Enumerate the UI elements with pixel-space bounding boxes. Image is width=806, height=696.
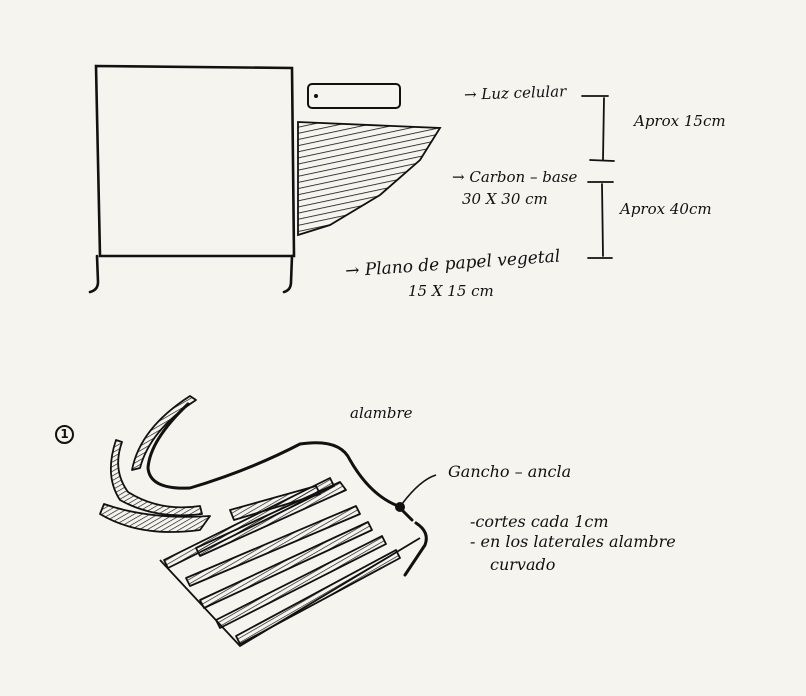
note-line: curvado [490,555,555,574]
box-frame [90,66,294,292]
label-phone-light: → Luz celular [464,82,567,104]
charcoal-base [298,122,440,235]
stencil-strips [100,396,400,644]
label-approx-40: Aprox 40cm [620,200,712,218]
step-number: 1 [55,425,74,444]
label-hook: Gancho – ancla [448,462,571,481]
label-wire: alambre [350,404,413,422]
hook-anchor [395,475,436,512]
label-charcoal-base: → Carbon – base [452,168,577,186]
label-approx-15: Aprox 15cm [634,112,726,130]
phone-light [308,84,400,108]
label-tracing-paper-size: 15 X 15 cm [408,282,494,300]
label-charcoal-size: 30 X 30 cm [462,190,548,208]
dimension-lines [582,96,614,258]
note-line: - en los laterales alambre [470,532,676,551]
note-line: -cortes cada 1cm [470,512,609,531]
